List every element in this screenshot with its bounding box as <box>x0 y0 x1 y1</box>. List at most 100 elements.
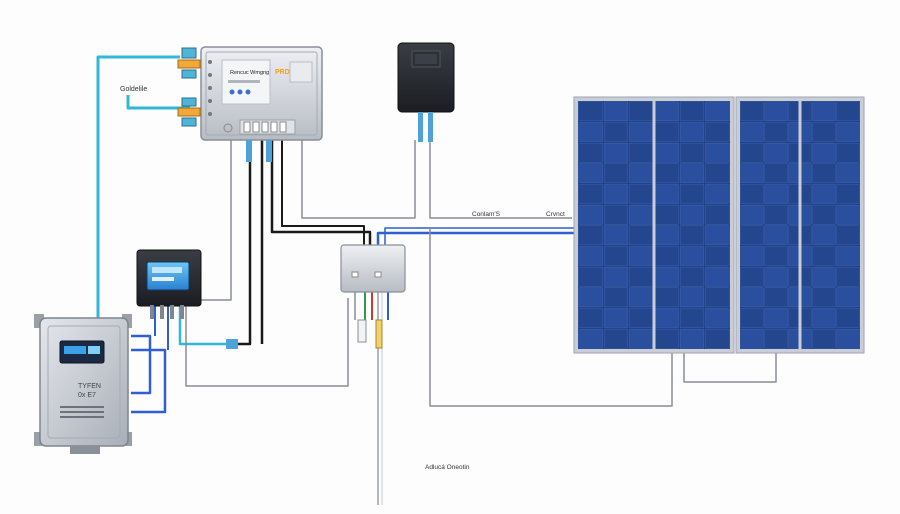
solar-cell <box>629 225 654 246</box>
solar-cell <box>629 328 654 349</box>
solar-cell <box>679 328 705 349</box>
wire-gray-ctrl-meter <box>200 140 232 301</box>
solar-cell <box>629 184 654 204</box>
solar-cell <box>603 225 629 246</box>
wire-gray-panel-2 <box>683 352 777 383</box>
solar-cell <box>740 225 764 246</box>
solar-cell <box>705 246 730 266</box>
solar-cell <box>764 328 788 349</box>
solar-cell <box>679 204 705 225</box>
solar-cell <box>578 266 603 287</box>
solar-cell <box>740 101 764 122</box>
wire-gray-panel-1 <box>429 228 673 407</box>
wire-blue-inv-1 <box>131 334 152 395</box>
solar-cell <box>812 308 836 328</box>
wire-cyan-main <box>96 55 180 318</box>
solar-cell <box>836 204 860 225</box>
solar-cell <box>603 163 629 184</box>
wire-blue-panel <box>376 231 575 245</box>
solar-cell <box>764 163 788 184</box>
solar-cell <box>578 308 603 328</box>
connection-label-2: Crvnct <box>546 211 565 218</box>
monitor-display <box>397 42 455 142</box>
wire-cyan-meter <box>178 305 230 346</box>
wire-black-4 <box>281 140 365 245</box>
solar-cell <box>603 204 629 225</box>
solar-cell <box>705 142 730 163</box>
solar-cell <box>836 142 860 163</box>
solar-cell <box>812 122 836 142</box>
wire-cyan-side <box>126 95 190 110</box>
solar-cell <box>764 225 788 246</box>
solar-cell <box>603 246 629 266</box>
wire-black-1 <box>230 140 252 346</box>
solar-cell <box>603 184 629 204</box>
inverter-icon <box>39 317 129 447</box>
solar-cell <box>705 308 730 328</box>
solar-cell <box>629 287 654 308</box>
solar-cell <box>578 204 603 225</box>
solar-cell <box>629 163 654 184</box>
solar-cell <box>679 101 705 122</box>
solar-cell <box>578 163 603 184</box>
solar-cell <box>654 122 679 142</box>
solar-cell <box>629 101 654 122</box>
solar-cell <box>812 204 836 225</box>
solar-cell <box>603 101 629 122</box>
solar-cell <box>603 308 629 328</box>
solar-cell <box>603 287 629 308</box>
solar-cell <box>629 122 654 142</box>
connection-label-1: Conlam'S <box>472 211 501 218</box>
solar-cell <box>836 163 860 184</box>
solar-cell <box>812 266 836 287</box>
solar-cell <box>654 328 679 349</box>
solar-cell <box>836 308 860 328</box>
battery-meter <box>136 249 238 349</box>
solar-cell <box>812 246 836 266</box>
junction-box-icon <box>340 244 406 293</box>
inverter-line1: TYFEN <box>78 383 101 390</box>
solar-cell <box>578 246 603 266</box>
solar-cell <box>705 163 730 184</box>
solar-cell <box>812 287 836 308</box>
solar-cell <box>764 246 788 266</box>
solar-cell <box>654 204 679 225</box>
solar-cell <box>836 328 860 349</box>
wire-gray-ctrl-j <box>301 140 416 219</box>
solar-cell <box>705 266 730 287</box>
solar-cell <box>654 246 679 266</box>
solar-cell <box>740 204 764 225</box>
solar-cell <box>603 266 629 287</box>
solar-cell <box>764 184 788 204</box>
solar-cell <box>705 101 730 122</box>
solar-cell <box>679 184 705 204</box>
solar-cell <box>740 163 764 184</box>
solar-cell <box>836 122 860 142</box>
solar-cell <box>654 142 679 163</box>
solar-cell <box>764 101 788 122</box>
solar-cell <box>705 204 730 225</box>
solar-cell <box>812 142 836 163</box>
wire-black-3 <box>270 140 372 245</box>
solar-cell <box>578 122 603 142</box>
solar-cell <box>764 142 788 163</box>
charge-controller: Rencuc Wmgng PRD <box>177 46 323 162</box>
wire-gray-meter <box>185 298 349 387</box>
solar-cell <box>679 246 705 266</box>
solar-panel-left <box>573 96 735 354</box>
solar-cell <box>629 142 654 163</box>
wires <box>96 55 777 505</box>
solar-cell <box>654 184 679 204</box>
controller-badge: PRD <box>275 69 290 76</box>
solar-cell <box>740 184 764 204</box>
solar-cell <box>654 266 679 287</box>
solar-cell <box>578 142 603 163</box>
solar-cell <box>705 287 730 308</box>
solar-cell <box>764 308 788 328</box>
solar-cell <box>629 308 654 328</box>
controller-title: Rencuc Wmgng <box>230 70 269 76</box>
wire-blue-inv-2 <box>131 348 167 414</box>
inverter: TYFEN 0x E7 <box>34 314 132 454</box>
